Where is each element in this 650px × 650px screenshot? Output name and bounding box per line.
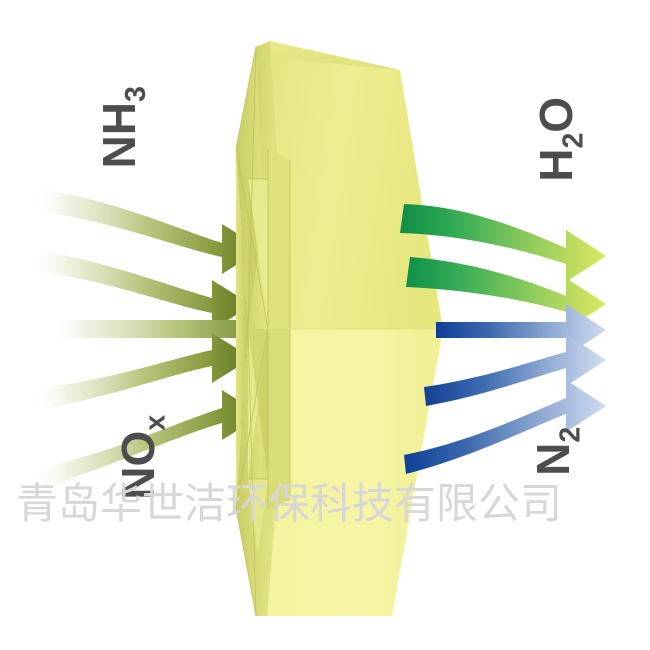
inlet-arrow-1 — [30, 188, 262, 274]
label-nh3-subscript: 3 — [119, 86, 152, 103]
label-h2o-base-pre: H — [530, 148, 583, 182]
honeycomb-cells — [235, 41, 291, 617]
label-h2o-subscript: 2 — [557, 132, 590, 149]
inlet-arrow-2 — [28, 248, 252, 330]
outlet-blue-arrow-3 — [404, 380, 606, 474]
outlet-arrow-group — [400, 204, 606, 474]
label-h2o-base-post: O — [530, 96, 583, 133]
label-n2-base: N — [527, 442, 580, 476]
cell-b4 — [248, 329, 268, 404]
label-h2o: H2O — [530, 96, 590, 182]
label-nh3-base: NH — [92, 102, 145, 169]
cell-a2 — [236, 149, 248, 508]
cell-b2 — [248, 179, 258, 329]
outlet-blue-arrow-2 — [424, 334, 606, 406]
cell-c2 — [268, 329, 290, 510]
inlet-arrow-4 — [30, 333, 252, 411]
watermark-text: 青岛华世洁环保科技有限公司 — [16, 479, 563, 528]
label-nh3: NH3 — [92, 86, 152, 169]
block-top-face — [256, 41, 400, 70]
block-body-upper — [270, 41, 443, 329]
cell-b5 — [248, 329, 258, 479]
cell-b6 — [258, 329, 268, 479]
cell-b1 — [248, 179, 268, 254]
outlet-green-arrow-2 — [406, 257, 606, 330]
inlet-arrow-group — [28, 188, 285, 492]
inlet-arrow-3 — [48, 304, 285, 354]
label-n2-subscript: 2 — [554, 426, 587, 443]
block-body-lower — [267, 329, 443, 616]
label-n2: N2 — [527, 426, 587, 476]
cell-b3 — [258, 179, 268, 329]
outlet-blue-arrow-1 — [436, 304, 606, 356]
cell-c1 — [268, 149, 290, 329]
label-nox-subscript: x — [139, 414, 172, 431]
inlet-arrow-5 — [28, 390, 262, 492]
outlet-green-arrow-1 — [400, 204, 606, 282]
honeycomb-edges — [235, 46, 291, 617]
catalyst-block — [235, 41, 443, 617]
